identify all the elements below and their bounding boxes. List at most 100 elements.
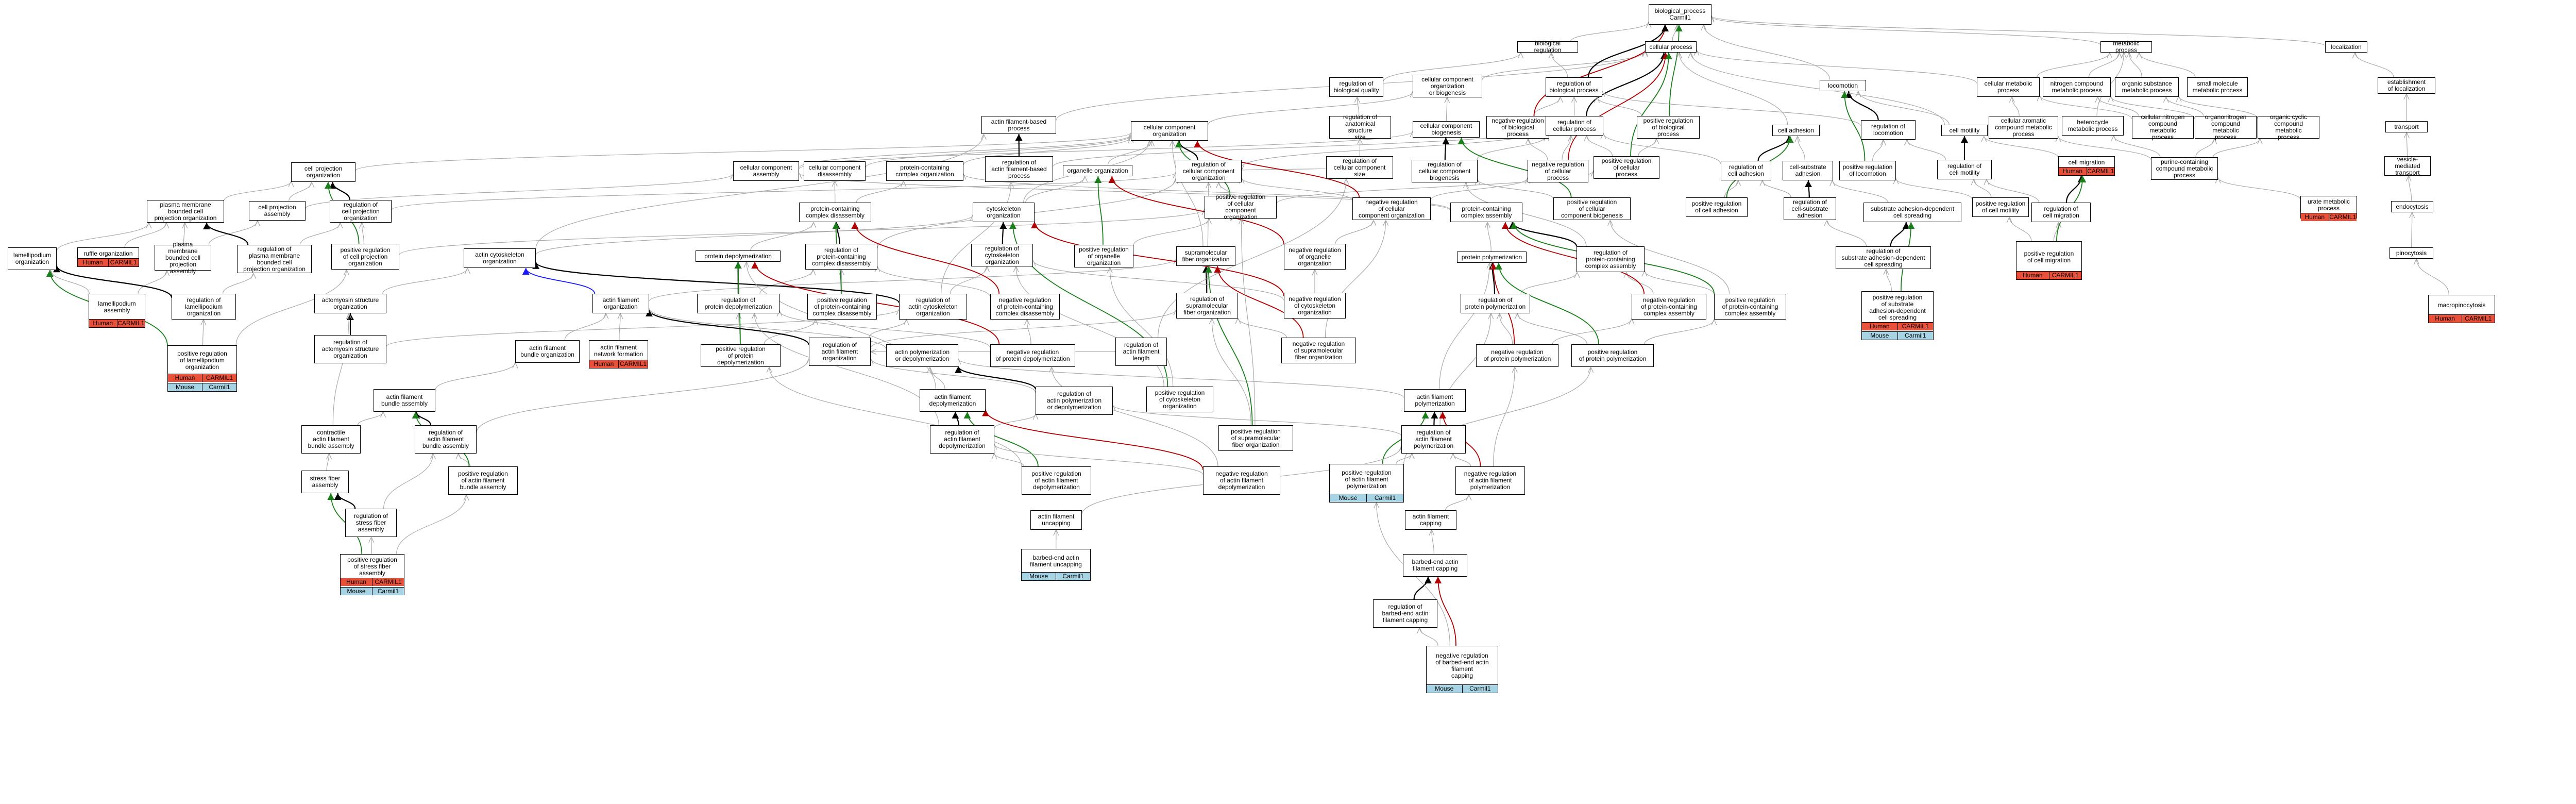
go-term-contractile[interactable]: contractile actin filament bundle assemb…	[301, 425, 361, 454]
go-term-afpoly[interactable]: actin filament polymerization	[1404, 389, 1466, 412]
go-term-protpoly[interactable]: protein polymerization	[1457, 252, 1527, 263]
go-term-cpo[interactable]: cell projection organization	[291, 162, 355, 182]
go-term-posregafba[interactable]: positive regulation of actin filament bu…	[448, 466, 518, 495]
go-term-afdepoly[interactable]: actin filament depolymerization	[920, 389, 986, 412]
go-term-transport[interactable]: transport	[2385, 121, 2428, 132]
go-term-estloc[interactable]: establishment of localization	[2378, 77, 2435, 94]
go-term-posregccorg[interactable]: positive regulation of cellular componen…	[1205, 194, 1277, 221]
go-term-regcpo[interactable]: regulation of cell projection organizati…	[330, 200, 392, 223]
go-term-ccorg[interactable]: cellular component organization	[1131, 121, 1208, 141]
go-term-orgorg[interactable]: organelle organization	[1063, 165, 1132, 176]
go-term-regcsadcs[interactable]: regulation of substrate adhesion-depende…	[1836, 246, 1931, 269]
go-term-regas[interactable]: regulation of anatomical structure size	[1329, 114, 1391, 141]
go-term-local[interactable]: localization	[2325, 41, 2367, 53]
go-term-cpa[interactable]: cell projection assembly	[249, 201, 306, 221]
go-term-posregloc[interactable]: positive regulation of locomotion	[1839, 161, 1896, 180]
go-term-regafo[interactable]: regulation of actin filament organizatio…	[809, 338, 871, 366]
go-term-regbarbedcap[interactable]: regulation of barbed-end actin filament …	[1373, 599, 1437, 628]
go-term-regpcdis[interactable]: regulation of protein-containing complex…	[805, 244, 877, 270]
go-term-posregprotpoly[interactable]: positive regulation of protein polymeriz…	[1571, 344, 1654, 367]
go-term-regacytoorg[interactable]: regulation of actin cytoskeleton organiz…	[899, 294, 967, 320]
go-term-locomotion[interactable]: locomotion	[1820, 80, 1866, 91]
go-term-regpcass[interactable]: regulation of protein-containing complex…	[1577, 246, 1645, 272]
go-term-posregcsadcs[interactable]: positive regulation of substrate adhesio…	[1861, 291, 1934, 340]
go-term-negregccorg[interactable]: negative regulation of cellular componen…	[1352, 197, 1431, 220]
go-term-afuncap[interactable]: actin filament uncapping	[1030, 510, 1082, 530]
go-term-celladh[interactable]: cell adhesion	[1772, 125, 1820, 136]
go-term-regpmbcpo[interactable]: regulation of plasma membrane bounded ce…	[237, 245, 312, 273]
go-term-regafpoly[interactable]: regulation of actin filament polymerizat…	[1401, 425, 1466, 454]
go-term-regccbio[interactable]: regulation of cellular component biogene…	[1412, 160, 1478, 182]
go-term-regbq[interactable]: regulation of biological quality	[1329, 77, 1383, 97]
go-term-posregcytoorg[interactable]: positive regulation of cytoskeleton orga…	[1146, 387, 1213, 412]
go-term-negcp[interactable]: negative regulation of cellular process	[1528, 160, 1588, 182]
go-term-posregcelladh[interactable]: positive regulation of cell adhesion	[1686, 197, 1748, 217]
go-term-csadh[interactable]: cell-substrate adhesion	[1783, 161, 1833, 180]
go-term-cellnit[interactable]: cellular nitrogen compound metabolic pro…	[2132, 114, 2194, 141]
go-term-regafdepoly[interactable]: regulation of actin filament depolymeriz…	[930, 425, 994, 454]
go-term-sadcs[interactable]: substrate adhesion-dependent cell spread…	[1863, 203, 1961, 222]
go-term-orgcyc[interactable]: organic cyclic compound metabolic proces…	[2258, 114, 2319, 141]
go-term-aromatic[interactable]: cellular aromatic compound metabolic pro…	[1989, 116, 2058, 139]
go-term-regccorg[interactable]: regulation of cellular component organiz…	[1176, 160, 1242, 182]
go-term-cellmot[interactable]: cell motility	[1941, 125, 1988, 136]
go-term-regsupfib[interactable]: regulation of supramolecular fiber organ…	[1176, 293, 1238, 319]
go-term-posregorgorg[interactable]: positive regulation of organelle organiz…	[1074, 245, 1133, 267]
go-term-endo[interactable]: endocytosis	[2391, 201, 2433, 212]
go-term-pcca[interactable]: protein-containing complex organization	[886, 161, 963, 181]
go-term-regapolydepoly[interactable]: regulation of actin polymerization or de…	[1036, 387, 1113, 415]
go-term-posreglamorg[interactable]: positive regulation of lamellipodium org…	[167, 345, 237, 392]
go-term-negbp[interactable]: negative regulation of biological proces…	[1486, 116, 1549, 139]
go-term-posregpcdis[interactable]: positive regulation of protein-containin…	[807, 294, 877, 320]
go-term-regbp[interactable]: regulation of biological process	[1546, 77, 1602, 97]
go-term-regstressfiber[interactable]: regulation of stress fiber assembly	[345, 509, 397, 537]
go-term-lamorg[interactable]: lamellipodium organization	[8, 247, 57, 270]
go-term-negregafpoly[interactable]: negative regulation of actin filament po…	[1455, 466, 1525, 495]
go-term-regprotpoly[interactable]: regulation of protein polymerization	[1461, 294, 1530, 313]
go-term-regafba[interactable]: regulation of actin filament bundle asse…	[415, 425, 477, 454]
go-term-afbp[interactable]: actin filament-based process	[981, 116, 1056, 134]
go-term-regcelladh[interactable]: regulation of cell adhesion	[1721, 161, 1771, 180]
go-term-actomyosin[interactable]: actomyosin structure organization	[314, 294, 386, 313]
go-term-poscp[interactable]: positive regulation of cellular process	[1594, 156, 1659, 179]
go-term-ccass[interactable]: cellular component assembly	[733, 161, 799, 181]
go-term-regactomyosin[interactable]: regulation of actomyosin structure organ…	[314, 335, 386, 363]
go-term-organonit[interactable]: organonitrogen compound metabolic proces…	[2195, 114, 2257, 141]
go-term-pcdis[interactable]: protein-containing complex disassembly	[799, 203, 871, 222]
go-term-pinocytosis[interactable]: pinocytosis	[2389, 247, 2433, 259]
go-term-regprotdepoly[interactable]: regulation of protein depolymerization	[697, 294, 779, 313]
go-term-orgsub[interactable]: organic substance metabolic process	[2115, 77, 2179, 97]
go-term-nitrogen[interactable]: nitrogen compound metabolic process	[2043, 77, 2111, 97]
go-term-afo[interactable]: actin filament organization	[592, 294, 649, 313]
go-term-posregafpoly[interactable]: positive regulation of actin filament po…	[1329, 464, 1404, 502]
go-term-posregprotdepoly[interactable]: positive regulation of protein depolymer…	[701, 344, 781, 367]
go-term-vesicle[interactable]: vesicle-mediated transport	[2384, 156, 2431, 176]
go-term-negregcytoorg[interactable]: negative regulation of cytoskeleton orga…	[1284, 293, 1346, 319]
go-term-barbedcap[interactable]: barbed-end actin filament capping	[1403, 554, 1467, 577]
go-term-regafbp[interactable]: regulation of actin filament-based proce…	[985, 156, 1053, 182]
go-term-acytoorg[interactable]: actin cytoskeleton organization	[464, 248, 536, 268]
go-term-posregstressfiber[interactable]: positive regulation of stress fiber asse…	[340, 554, 404, 595]
go-term-regcp[interactable]: regulation of cellular process	[1546, 116, 1603, 136]
go-term-regcytoorg[interactable]: regulation of cytoskeleton organization	[971, 244, 1033, 266]
go-term-negregprotpoly[interactable]: negative regulation of protein polymeriz…	[1476, 344, 1558, 367]
go-term-purine[interactable]: purine-containing compound metabolic pro…	[2151, 157, 2218, 180]
go-term-cellmetab[interactable]: cellular metabolic process	[1977, 77, 2040, 97]
go-term-negregprotdepoly[interactable]: negative regulation of protein depolymer…	[990, 344, 1075, 367]
go-term-posregpcass[interactable]: positive regulation of protein-containin…	[1714, 294, 1786, 320]
go-term-negregorgorg[interactable]: negative regulation of organelle organiz…	[1284, 244, 1346, 270]
go-term-posregcellmot[interactable]: positive regulation of cell motility	[1972, 197, 2029, 217]
go-term-apolydepoly[interactable]: actin polymerization or depolymerization	[886, 344, 958, 367]
go-term-negregpcass[interactable]: negative regulation of protein-containin…	[1632, 294, 1706, 320]
go-term-afbo[interactable]: actin filament bundle organization	[515, 340, 580, 363]
go-term-smallmol[interactable]: small molecule metabolic process	[2187, 77, 2248, 97]
go-term-posregsupfib[interactable]: positive regulation of supramolecular fi…	[1218, 425, 1293, 451]
go-term-bp[interactable]: biological_process Carmil1	[1649, 4, 1711, 25]
